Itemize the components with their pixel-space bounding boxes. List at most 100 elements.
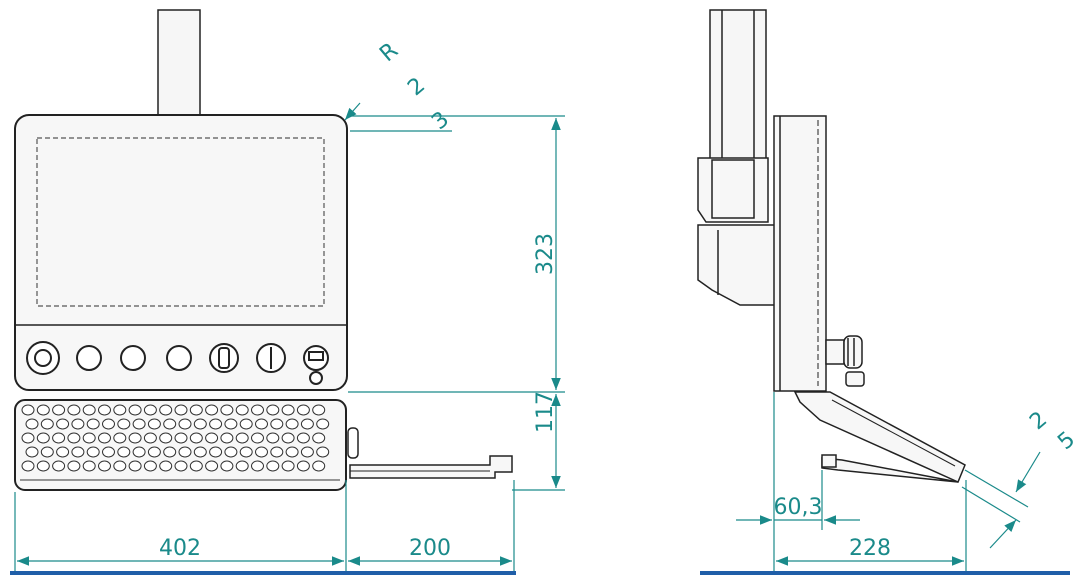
keyboard-key: [40, 418, 54, 430]
keyboard-key: [205, 404, 219, 416]
radius-label-2: 2: [403, 73, 430, 101]
keyboard-key: [174, 404, 188, 416]
keyboard-key: [40, 446, 54, 458]
keyboard-key: [67, 404, 81, 416]
round-button: [76, 345, 102, 371]
keyboard-key: [36, 404, 50, 416]
front-dimensions: [14, 102, 565, 572]
keyboard-key: [296, 404, 310, 416]
keyboard-key: [300, 418, 314, 430]
monitor-housing: [14, 114, 348, 391]
keyboard-key: [36, 460, 50, 472]
keyboard-key: [251, 460, 264, 472]
keyboard-key: [67, 432, 81, 444]
dim-402-label: 402: [159, 536, 201, 561]
keyboard-key: [98, 432, 111, 444]
keyboard-key: [117, 418, 131, 430]
radius-label-r: R: [375, 38, 403, 67]
keyboard-key: [102, 446, 115, 458]
keyboard-key: [224, 446, 238, 458]
keyboard-key: [193, 418, 207, 430]
keyboard-key: [128, 460, 142, 472]
keyboard-key: [281, 460, 295, 472]
keyboard-key: [174, 460, 188, 472]
keyboard-key: [82, 432, 96, 444]
keyboard-key: [25, 446, 39, 458]
round-button: [166, 345, 192, 371]
keyboard-key: [312, 432, 326, 444]
keyboard-key: [98, 460, 111, 472]
keyboard-key: [251, 432, 264, 444]
keyboard-key: [147, 446, 161, 458]
dim-323-label: 323: [533, 233, 558, 275]
keyboard-key: [296, 432, 310, 444]
side-connector: [825, 335, 865, 387]
keyboard-key: [52, 432, 66, 444]
control-knobs: [26, 341, 329, 385]
keyboard-key: [296, 460, 310, 472]
keyboard-key: [312, 460, 326, 472]
keyboard-key: [128, 432, 142, 444]
keyboard-key: [193, 446, 207, 458]
keyboard-key: [56, 446, 70, 458]
keyboard-key: [113, 404, 127, 416]
keyboard-key: [25, 418, 39, 430]
side-view: [697, 9, 966, 484]
mounting-pole: [157, 9, 201, 117]
keyboard-key: [312, 404, 326, 416]
keyboard-key: [71, 446, 85, 458]
keyboard-key: [209, 418, 223, 430]
keyboard-key: [52, 404, 66, 416]
round-button: [120, 345, 146, 371]
keyboard-key: [163, 418, 177, 430]
keyboard-key: [189, 404, 203, 416]
pull-out-tray: [349, 455, 513, 479]
keyboard-key: [82, 404, 96, 416]
keyboard-key: [86, 418, 100, 430]
keyboard-key: [132, 418, 146, 430]
dim-60-3-label: 60,3: [774, 495, 823, 520]
keyboard-key: [21, 404, 35, 416]
keyboard-key: [255, 446, 268, 458]
keyboard-key: [239, 446, 253, 458]
keyboard-key: [147, 418, 161, 430]
keyboard-key: [143, 404, 157, 416]
keyboard-key: [281, 432, 295, 444]
keyboard-key: [98, 404, 111, 416]
keyboard-key: [255, 418, 268, 430]
keyboard-key: [174, 432, 188, 444]
keyboard-key: [143, 460, 157, 472]
keyboard-key: [189, 460, 203, 472]
keyboard-key: [163, 446, 177, 458]
keyboard-key: [224, 418, 238, 430]
keyboard-key: [56, 418, 70, 430]
keyboard-key: [285, 446, 299, 458]
keyboard-key: [316, 418, 330, 430]
keyboard-key: [71, 418, 85, 430]
keyboard-key: [270, 418, 284, 430]
keyboard-key: [159, 432, 173, 444]
screen-area: [36, 137, 325, 307]
keyboard-key: [52, 460, 66, 472]
front-view: [14, 9, 513, 491]
keyboard-key: [159, 460, 173, 472]
keyboard-key: [235, 432, 249, 444]
dim-117-label: 117: [533, 391, 558, 433]
keyboard-keys: [20, 404, 340, 481]
keyboard-key: [82, 460, 96, 472]
keyboard-key: [266, 404, 280, 416]
keyboard-key: [205, 432, 219, 444]
keyboard-key: [316, 446, 330, 458]
side-dimension-labels: 60,3 228 2 5: [774, 407, 1081, 561]
side-joint: [697, 157, 769, 223]
keyboard-key: [285, 418, 299, 430]
keyboard-key: [86, 446, 100, 458]
keyboard-key: [239, 418, 253, 430]
side-arm-block: [697, 224, 776, 306]
keyboard-key: [220, 460, 234, 472]
keyboard-key: [178, 446, 192, 458]
keyboard-key: [21, 432, 35, 444]
keyboard-key: [220, 432, 234, 444]
keyboard-key: [189, 432, 203, 444]
